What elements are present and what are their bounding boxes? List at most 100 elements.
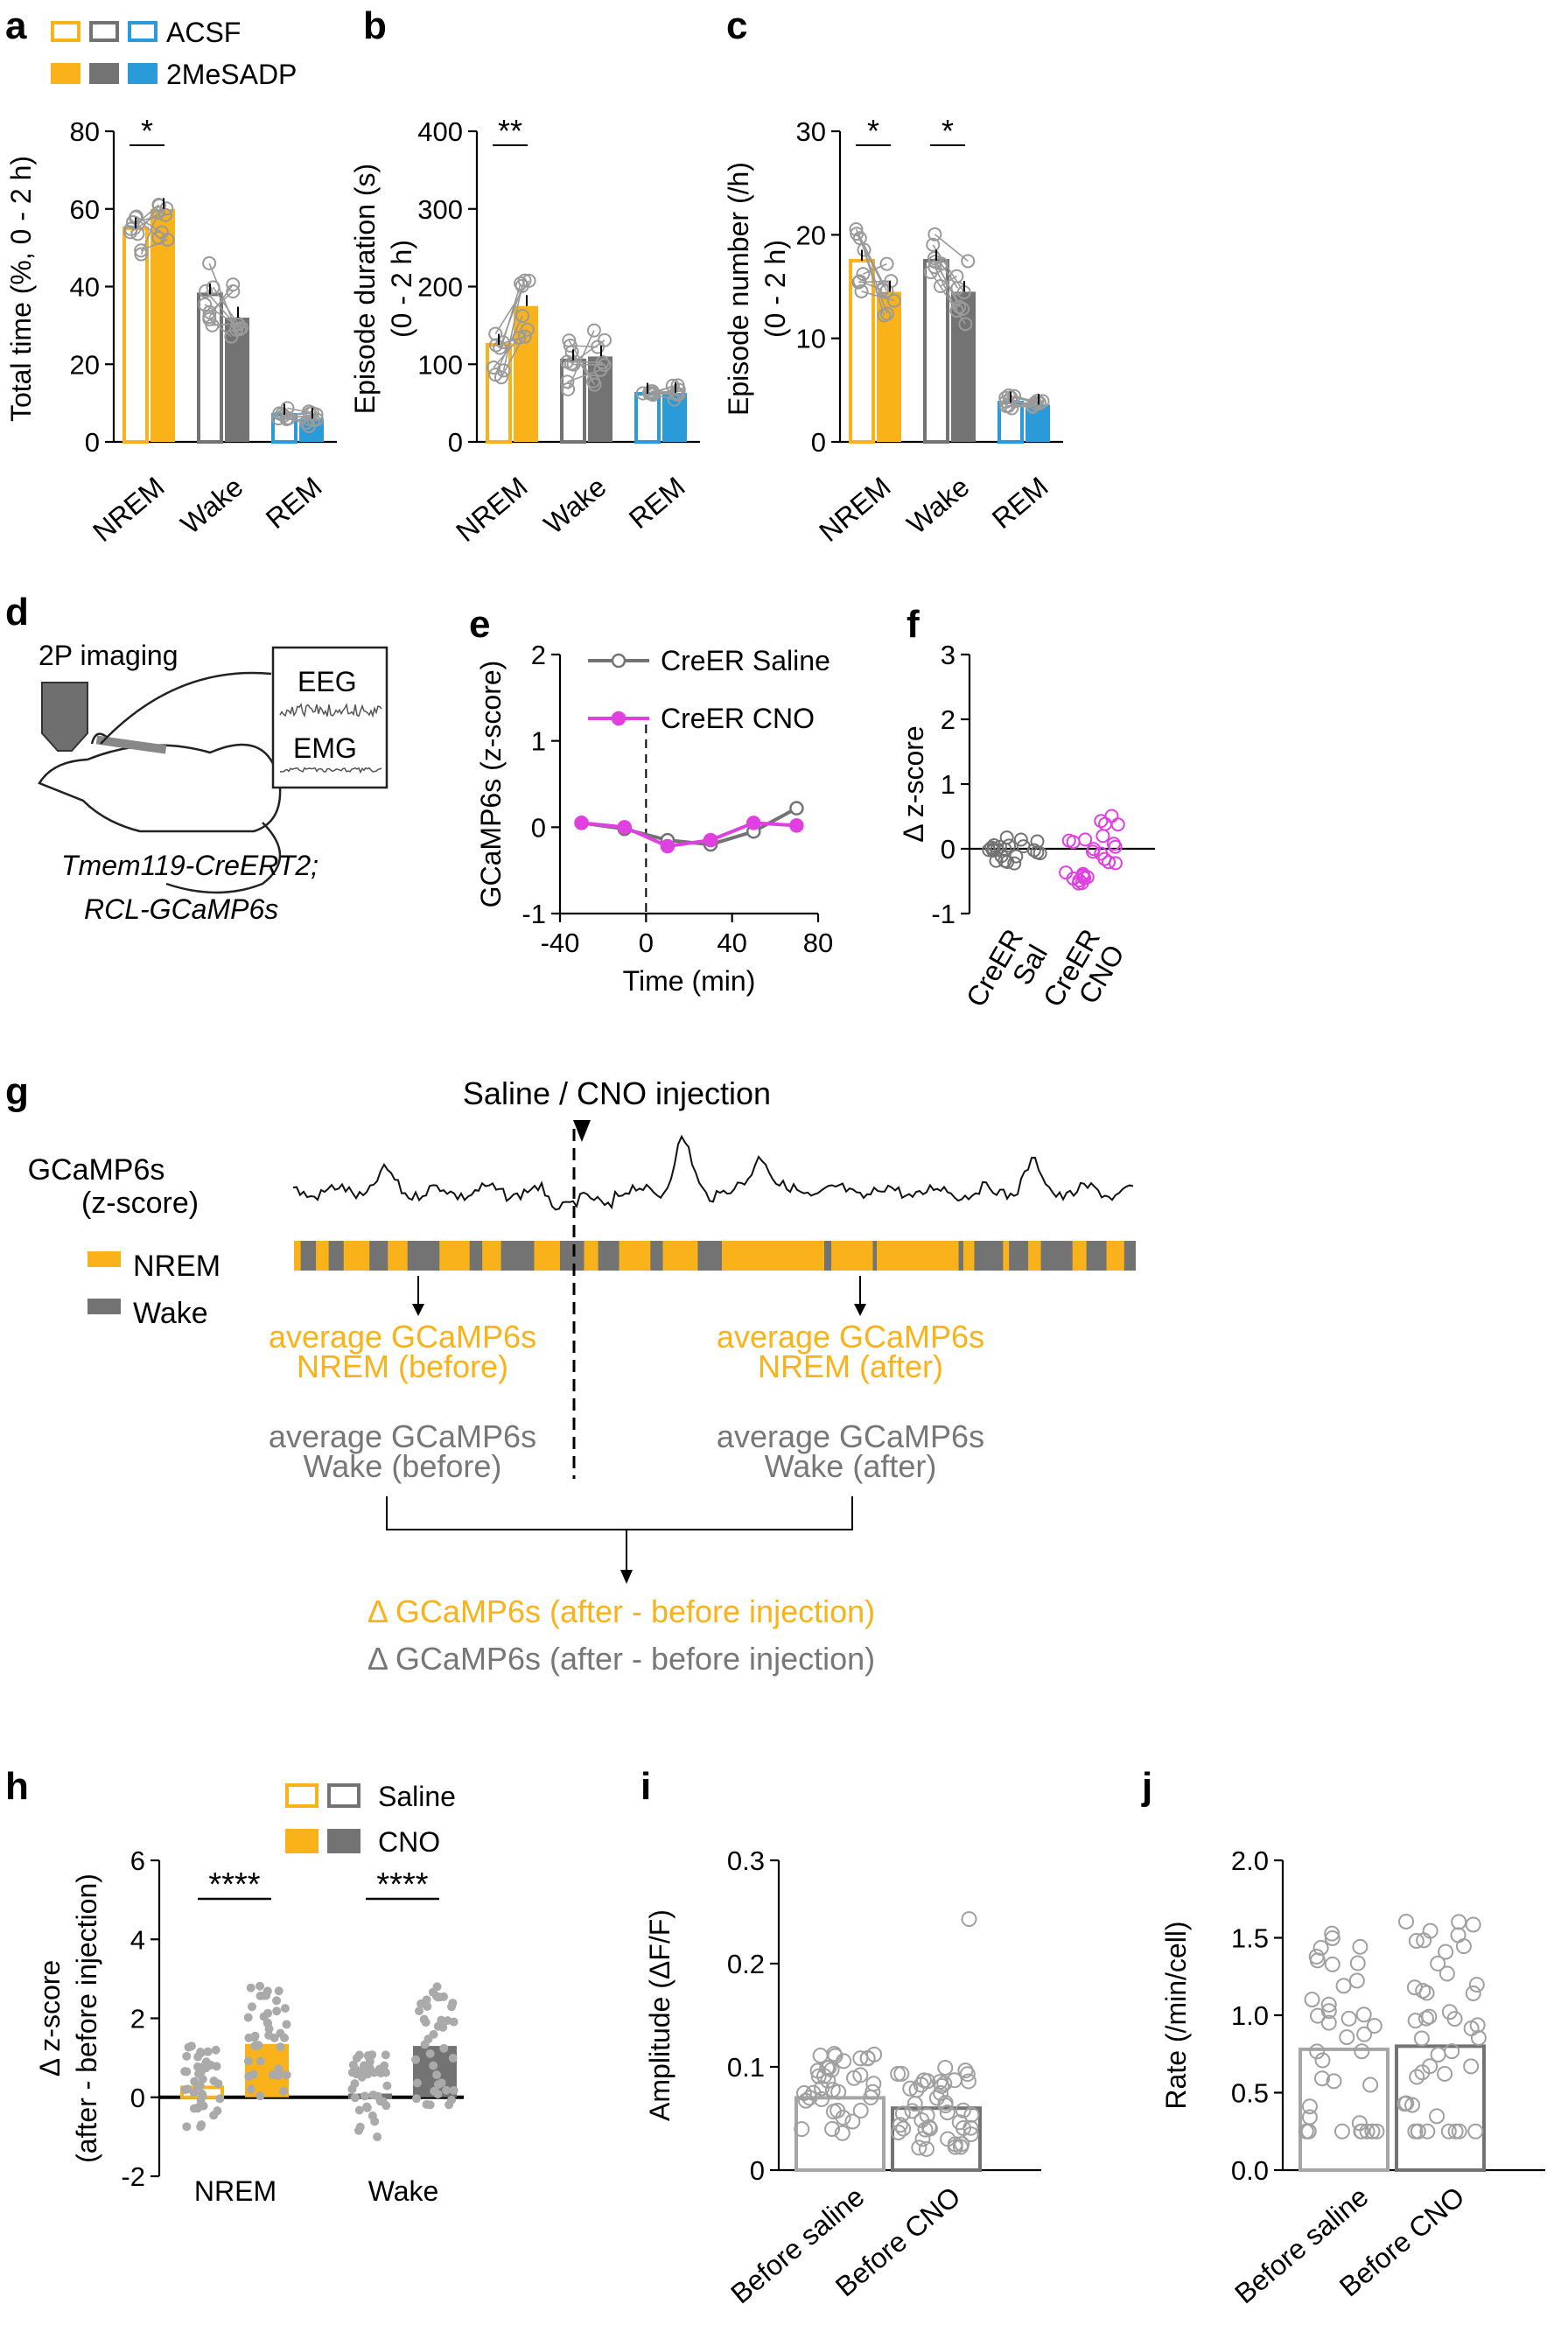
data-point-2mesadp [309,412,324,427]
y-axis-label: Rate (/min/cell) [1160,1921,1192,2109]
data-point [982,843,997,858]
eeg-label: EEG [298,666,357,697]
pair-line [208,263,237,330]
significance-label: * [942,113,954,149]
data-point [1102,855,1116,870]
y-tick-label: 0.0 [1231,2155,1269,2186]
pair-line [140,239,168,251]
data-point-saline [350,2079,360,2089]
data-point-acsf [560,375,575,389]
data-point [1362,2076,1379,2093]
nrem-epoch [316,1241,329,1271]
data-point-cno [256,2056,265,2066]
data-point-2mesadp [669,387,684,402]
data-point [863,2090,879,2106]
category-label: NREM [450,471,533,548]
mouse-illustration: 2P imaging EEG EMG Tmem119-CreERT2; RCL-… [38,640,388,925]
y-tick-label: 2 [941,704,956,735]
data-point [802,2090,818,2106]
y-tick-label: 0 [85,427,100,458]
data-point-2mesadp [952,299,967,314]
legend-drug-swatch-orange [51,63,80,84]
data-point [1324,1956,1340,1972]
data-point [1437,2065,1453,2082]
panel-label-i: i [640,1765,651,1808]
data-point-cno [272,1996,282,2006]
data-point-cno [433,2090,443,2099]
data-point-saline [196,2096,206,2105]
microscope-objective-icon [41,682,88,752]
nrem-epoch [1003,1241,1010,1271]
data-point-2mesadp [224,329,239,344]
avg-nrem-before-line2: NREM (before) [297,1348,508,1384]
data-point [920,2118,937,2135]
y-tick-label: 1.5 [1231,1923,1269,1954]
data-point-acsf [271,411,286,426]
data-point [825,2104,842,2120]
legend-nrem-swatch [88,1251,121,1267]
y-tick-label: 6 [130,1845,145,1876]
data-point [1314,2052,1331,2069]
data-point [957,2062,974,2079]
sleep-state-bar [294,1241,1136,1271]
data-point [834,2125,850,2141]
data-point-2mesadp [1028,396,1043,411]
data-point-2mesadp [160,232,175,247]
nrem-epoch [831,1241,873,1271]
data-point-saline [354,2050,364,2060]
eeg-trace [279,703,382,718]
data-point [931,2074,948,2090]
data-point-saline [382,2081,392,2090]
y-tick-label: 20 [796,220,826,250]
significance-label: **** [376,1866,428,1903]
data-point [1413,2030,1430,2047]
data-point [1469,2017,1486,2034]
y-tick-label: 30 [796,116,826,147]
y-tick-label: 20 [70,349,100,380]
data-point [1465,1916,1481,1933]
data-point-cno [424,2034,433,2044]
legend-label: CreER Saline [661,645,830,676]
data-point-2mesadp [1030,394,1045,409]
data-point [1396,2096,1413,2112]
data-point [918,2140,934,2157]
data-point [795,2085,812,2102]
data-point-saline [381,2050,390,2060]
significance-label: **** [208,1866,260,1903]
data-point [703,832,718,848]
panel-label-a: a [5,4,27,47]
category-label: REM [623,471,691,535]
data-point-saline [182,2051,192,2061]
data-point-cno [270,2034,279,2043]
injection-arrow-icon [573,1120,591,1142]
data-point [917,2121,934,2138]
data-point [1016,839,1031,854]
data-point-cno [256,2091,265,2101]
emg-label: EMG [293,732,357,764]
data-point [1398,1913,1415,1929]
legend-drug-swatch-gray [89,63,119,84]
bar-nrem-acsf [122,226,149,444]
y-tick-label: 400 [417,116,463,147]
data-point-cno [429,2061,438,2070]
pair-line [934,234,969,263]
pair-line [209,291,234,313]
y-axis-label: Episode number (/h) [723,162,754,416]
data-point-saline [212,2062,221,2071]
data-point [1364,2123,1381,2139]
data-point-acsf [495,335,510,350]
data-point [617,820,632,835]
data-point-saline [180,2084,190,2094]
data-point-saline [355,2122,365,2132]
pair-line [502,283,522,343]
data-point [914,2131,931,2147]
legend-acsf-swatch-gray [89,21,119,42]
y-tick-label: 10 [796,324,826,354]
data-point [1353,2123,1369,2139]
data-point-acsf [928,260,942,275]
data-point [908,2082,925,2098]
data-point [1339,2029,1355,2046]
